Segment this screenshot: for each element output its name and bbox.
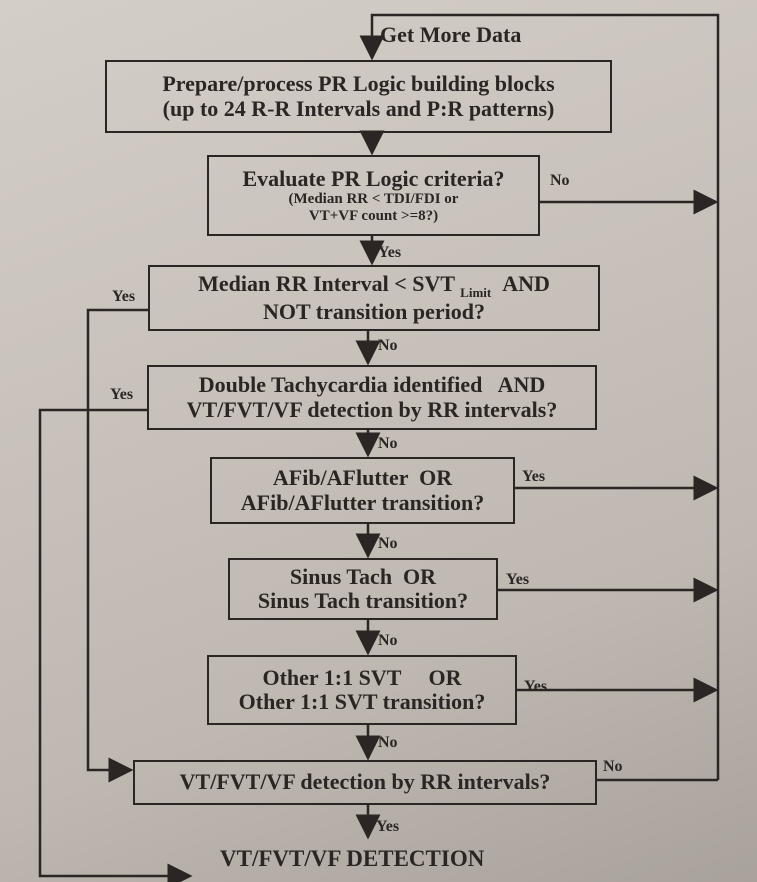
median-no-label: No <box>378 337 398 354</box>
evaluate-yes-label: Yes <box>378 244 402 261</box>
other-svt-box: Other 1:1 SVT OR Other 1:1 SVT transitio… <box>207 655 517 725</box>
prepare-line1: Prepare/process PR Logic building blocks <box>162 71 555 97</box>
median-limit-subscript: Limit <box>460 284 492 300</box>
median-and: AND <box>502 270 550 296</box>
median-line1: Median RR Interval < SVT Limit AND <box>198 270 550 300</box>
vtdetect-yes-label: Yes <box>376 818 400 835</box>
evaluate-line3: VT+VF count >=8?) <box>308 207 439 224</box>
get-more-data-label: Get More Data <box>380 22 522 47</box>
double-yes-label: Yes <box>110 386 134 403</box>
other-line2: Other 1:1 SVT transition? <box>238 689 486 714</box>
evaluate-no-label: No <box>550 172 570 189</box>
afib-box: AFib/AFlutter OR AFib/AFlutter transitio… <box>210 457 515 524</box>
sinus-yes-label: Yes <box>506 571 530 588</box>
other-no-label: No <box>378 734 398 751</box>
final-detection-label: VT/FVT/VF DETECTION <box>220 846 485 871</box>
afib-line1: AFib/AFlutter OR <box>272 465 453 491</box>
evaluate-line2: (Median RR < TDI/FDI or <box>288 191 459 208</box>
evaluate-box: Evaluate PR Logic criteria? (Median RR <… <box>207 155 540 236</box>
prepare-box: Prepare/process PR Logic building blocks… <box>105 60 612 133</box>
other-line1: Other 1:1 SVT OR <box>262 664 462 690</box>
vtdetect-line1: VT/FVT/VF detection by RR intervals? <box>179 769 551 795</box>
median-line2: NOT transition period? <box>262 299 486 325</box>
other-yes-label: Yes <box>524 678 548 695</box>
evaluate-line1: Evaluate PR Logic criteria? <box>242 165 505 191</box>
median-box: Median RR Interval < SVT Limit AND NOT t… <box>148 265 600 331</box>
vtdetect-no-label: No <box>603 758 623 775</box>
median-yes-label: Yes <box>112 288 136 305</box>
sinus-line2: Sinus Tach transition? <box>257 588 469 613</box>
median-text: Median RR Interval < SVT <box>198 270 455 296</box>
double-tachycardia-box: Double Tachycardia identified AND VT/FVT… <box>147 365 597 430</box>
afib-no-label: No <box>378 535 398 552</box>
double-line2: VT/FVT/VF detection by RR intervals? <box>186 396 558 422</box>
afib-line2: AFib/AFlutter transition? <box>240 489 485 515</box>
prepare-line2: (up to 24 R-R Intervals and P:R patterns… <box>162 95 555 121</box>
double-no-label: No <box>378 435 398 452</box>
double-line1: Double Tachycardia identified AND <box>198 372 546 398</box>
afib-yes-label: Yes <box>522 468 546 485</box>
sinus-no-label: No <box>378 632 398 649</box>
sinus-line1: Sinus Tach OR <box>289 563 437 589</box>
vt-detection-box: VT/FVT/VF detection by RR intervals? <box>133 760 597 805</box>
sinus-tach-box: Sinus Tach OR Sinus Tach transition? <box>228 558 498 620</box>
